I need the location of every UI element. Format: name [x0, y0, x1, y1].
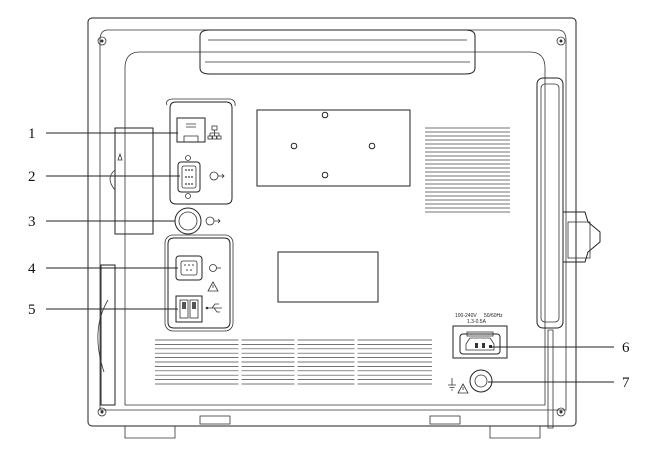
callout-4: 4	[28, 261, 36, 277]
rear-shell	[124, 51, 546, 406]
carry-handle	[199, 29, 476, 75]
upper-connector-panel	[166, 98, 236, 205]
callout-2: 2	[28, 169, 36, 185]
ground-icon	[448, 378, 456, 391]
output-connector	[174, 207, 202, 235]
side-clip	[97, 127, 154, 406]
callout-labels: 1 2 3 4 5 6 7	[28, 126, 630, 391]
screw-icon	[97, 36, 566, 417]
equipotential-terminal	[469, 369, 493, 393]
usb-icon	[205, 303, 222, 313]
network-port	[176, 117, 206, 143]
side-mount-bracket	[536, 77, 601, 429]
output-arrow-icon	[205, 216, 221, 226]
ac-power-inlet: 100-240V 50/60Hz 1.3-0.5A	[452, 313, 508, 359]
power-frequency: 50/60Hz	[484, 313, 503, 319]
vga-port	[177, 155, 201, 199]
speaker-grille	[425, 127, 510, 213]
label-area	[277, 251, 379, 303]
output-arrow-icon	[209, 264, 221, 272]
output-arrow-icon	[209, 171, 225, 181]
lower-connector-panel	[164, 234, 234, 332]
ventilation-grille	[155, 338, 432, 386]
power-current: 1.3-0.5A	[467, 319, 487, 325]
power-voltage: 100-240V	[455, 313, 477, 319]
callout-7: 7	[622, 375, 630, 391]
callout-3: 3	[28, 214, 36, 230]
mounting-plate	[256, 109, 411, 187]
warning-icon	[207, 281, 219, 292]
usb-ports	[175, 295, 203, 323]
network-icon	[207, 125, 222, 140]
serial-port	[175, 255, 203, 281]
callout-1: 1	[28, 126, 36, 142]
callout-5: 5	[28, 302, 36, 318]
warning-icon	[457, 383, 469, 394]
callout-6: 6	[622, 340, 630, 356]
leader-lines	[46, 132, 614, 383]
